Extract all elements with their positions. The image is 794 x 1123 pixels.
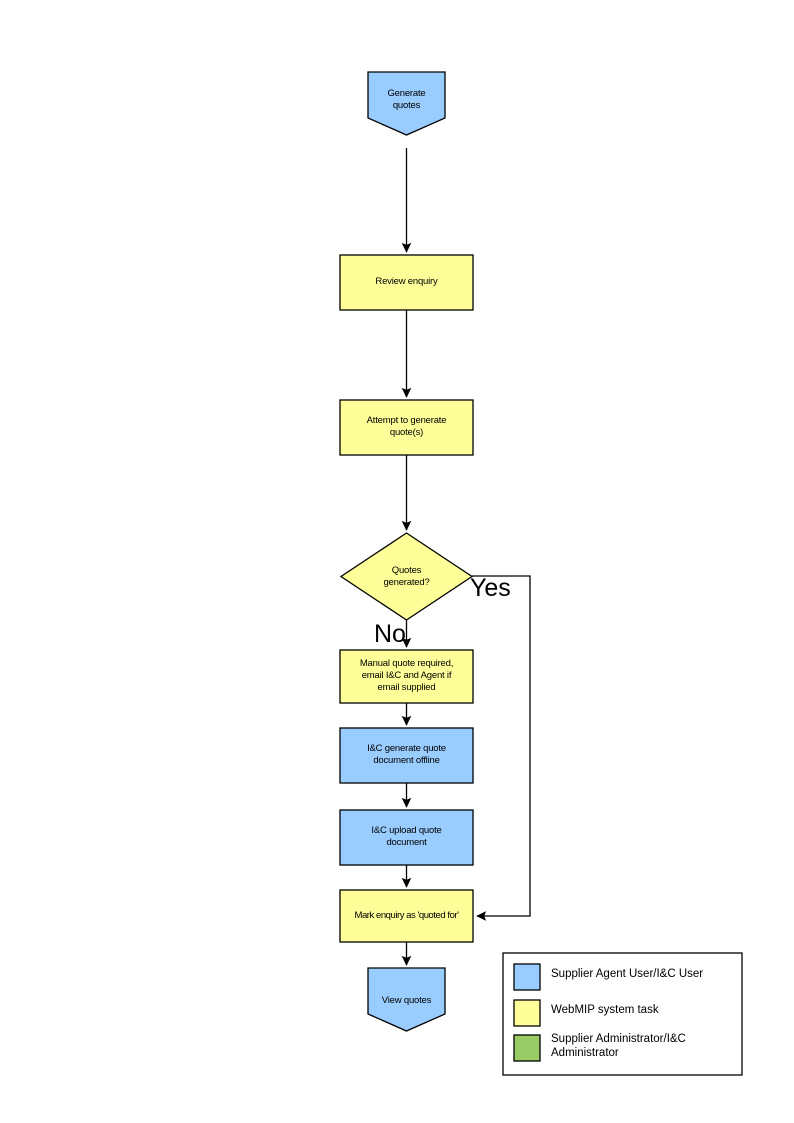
node-generate-offline-shape bbox=[339, 727, 474, 784]
node-upload-shape bbox=[339, 809, 474, 866]
edge-label-no: No bbox=[374, 620, 406, 648]
node-attempt[interactable] bbox=[339, 399, 474, 456]
legend-item-label-0: Supplier Agent User/I&C User bbox=[551, 968, 704, 980]
node-view-shape bbox=[367, 967, 446, 1032]
node-start-shape bbox=[367, 71, 446, 136]
legend-swatch-2 bbox=[513, 1034, 541, 1062]
node-decision-shape bbox=[339, 532, 474, 621]
legend-item-label-1: WebMIP system task bbox=[551, 1004, 659, 1016]
node-manual-shape bbox=[339, 649, 474, 704]
node-review[interactable] bbox=[339, 254, 474, 311]
node-mark[interactable] bbox=[339, 889, 474, 943]
node-attempt-shape bbox=[339, 399, 474, 456]
node-review-shape bbox=[339, 254, 474, 311]
node-decision[interactable] bbox=[339, 532, 474, 621]
node-start[interactable] bbox=[367, 71, 446, 136]
node-view[interactable] bbox=[367, 967, 446, 1032]
node-mark-shape bbox=[339, 889, 474, 943]
legend-frame bbox=[502, 952, 743, 1076]
connector-group bbox=[401, 148, 531, 966]
node-manual[interactable] bbox=[339, 649, 474, 704]
legend-swatch-0 bbox=[513, 963, 541, 991]
node-generate-offline[interactable] bbox=[339, 727, 474, 784]
legend-item-label-2: Supplier Administrator/I&C Administrator bbox=[551, 1033, 686, 1059]
edge-decision-yes-to-mark bbox=[472, 575, 531, 921]
legend-swatch-1 bbox=[513, 999, 541, 1027]
node-upload[interactable] bbox=[339, 809, 474, 866]
edge-label-yes: Yes bbox=[470, 574, 511, 602]
